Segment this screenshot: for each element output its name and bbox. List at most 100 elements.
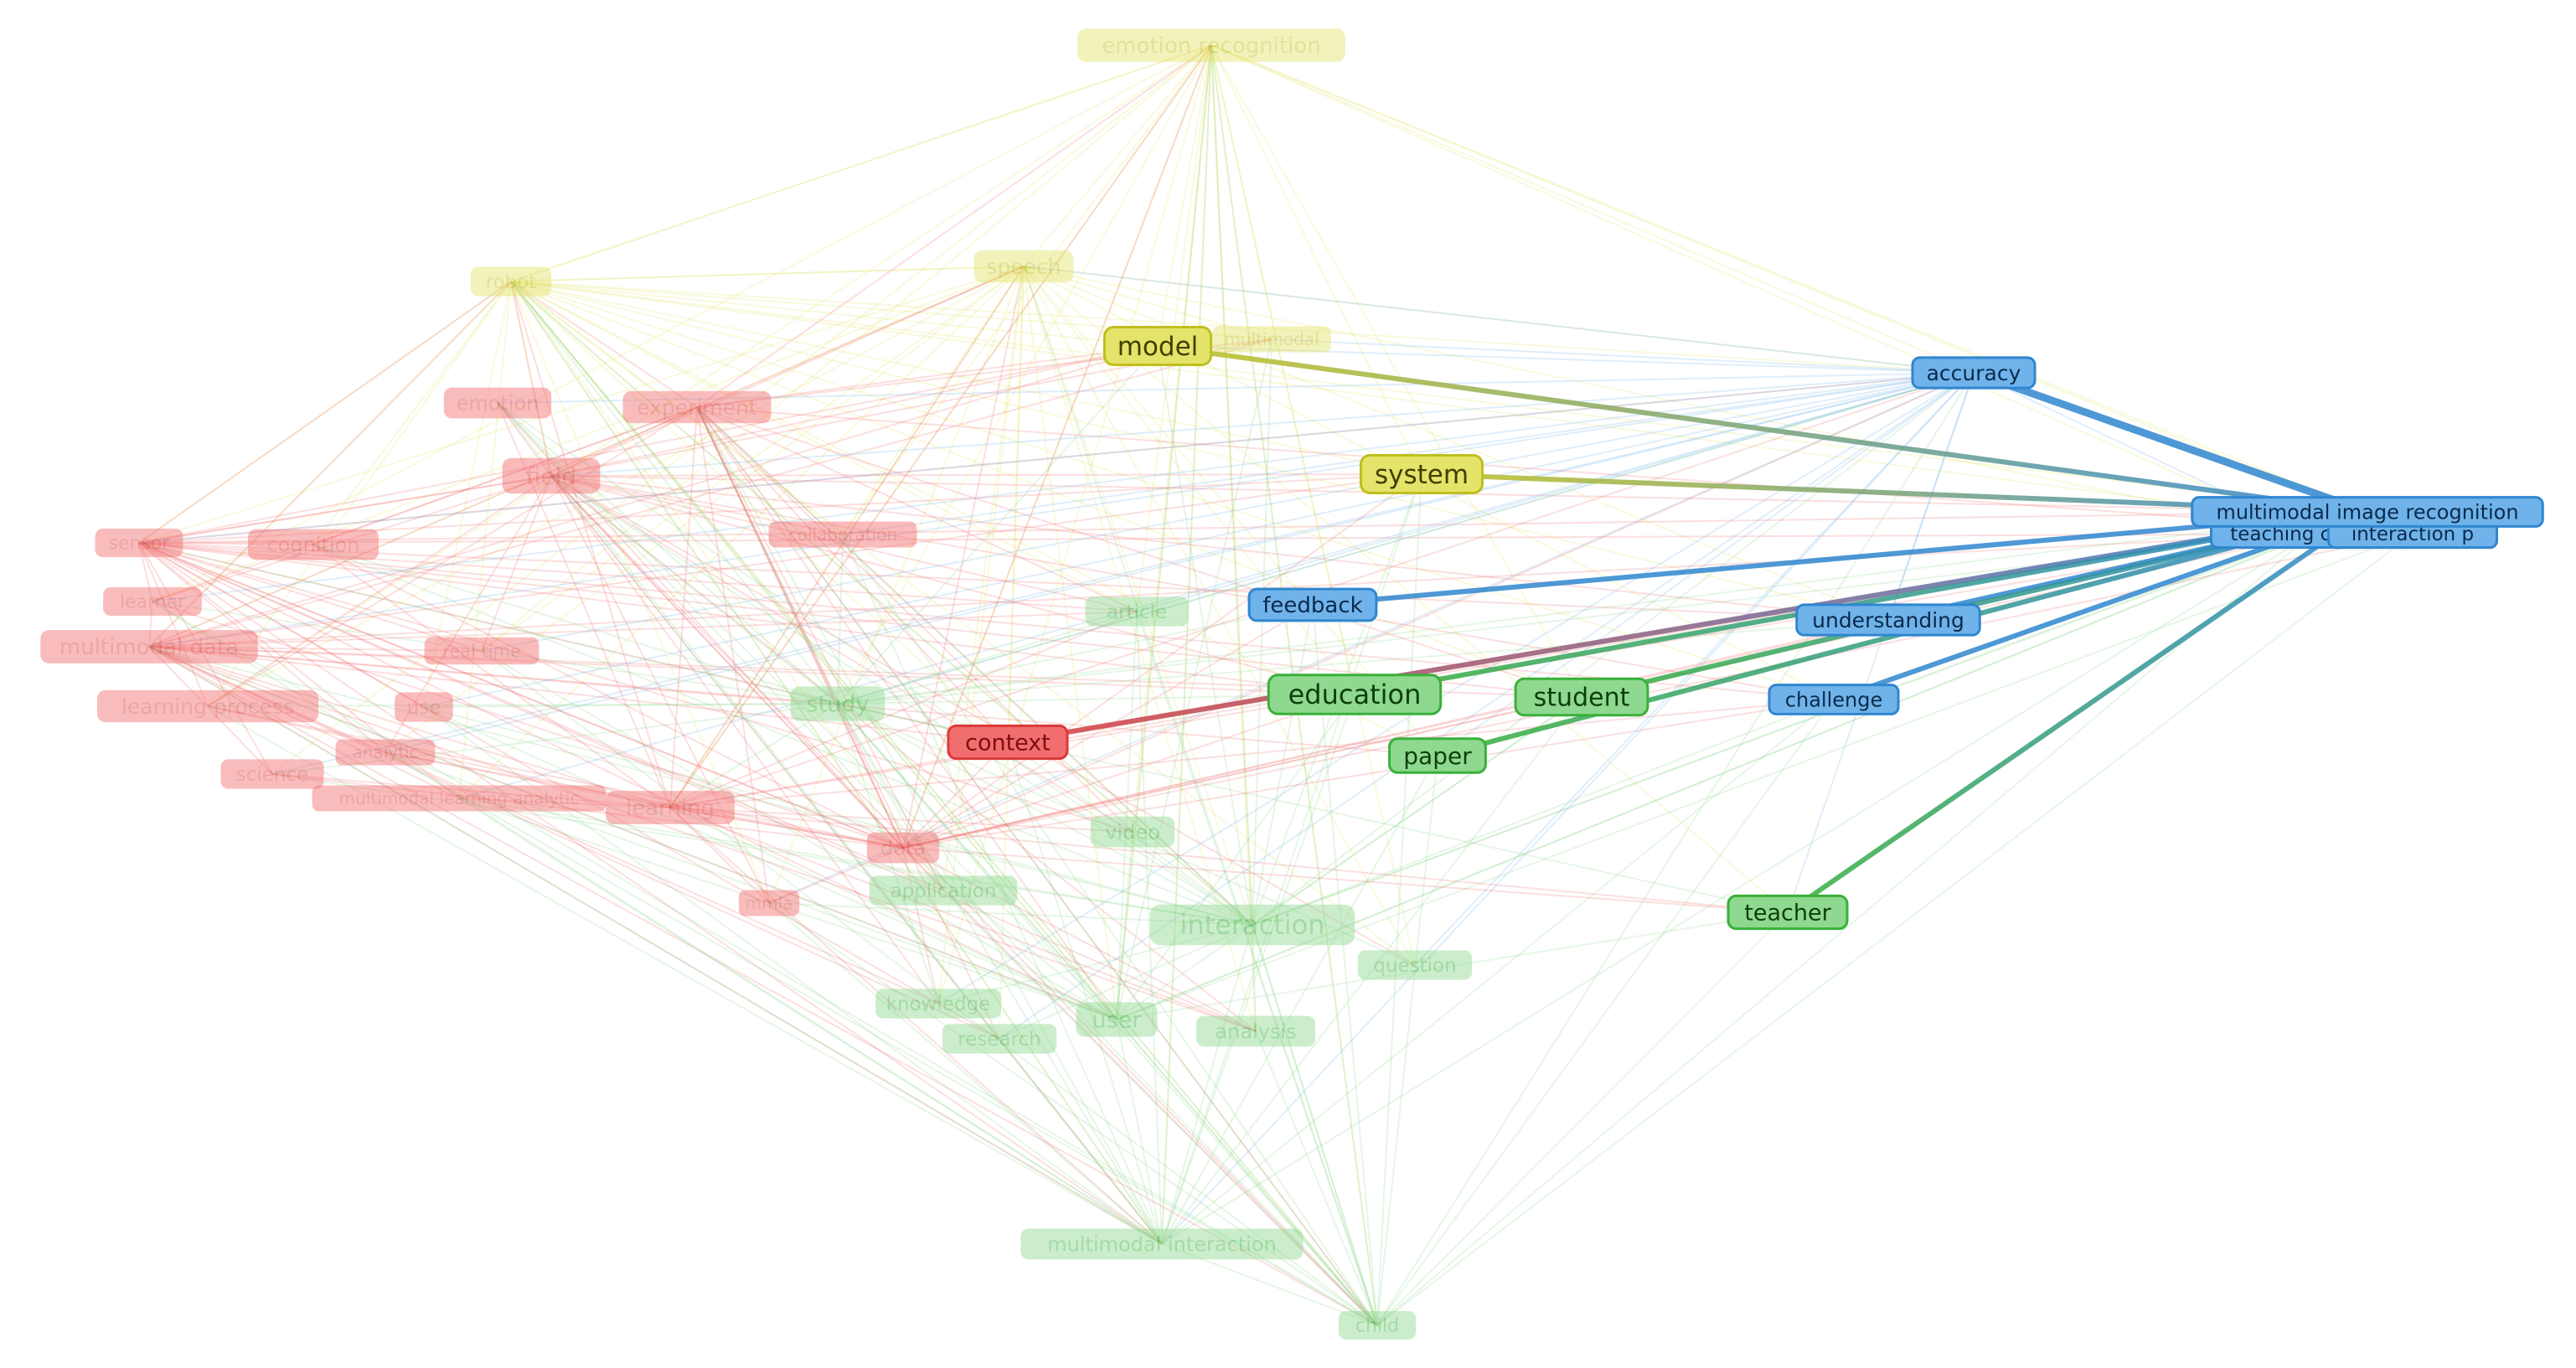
node-use[interactable]: use <box>395 692 453 722</box>
link-learning-analytic <box>385 751 671 808</box>
link-field-application <box>550 475 944 891</box>
node-learning-process[interactable]: learning process <box>97 689 318 723</box>
link-multimodal_interaction-emotion <box>497 402 1163 1245</box>
node-system[interactable]: system <box>1359 454 1484 494</box>
node-cognition[interactable]: cognition <box>247 529 379 560</box>
link-robot-cognition <box>312 281 512 545</box>
node-paper[interactable]: paper <box>1388 737 1487 774</box>
node-knowledge[interactable]: knowledge <box>875 989 1001 1019</box>
node-robot[interactable]: robot <box>470 266 552 297</box>
link-accuracy-knowledge <box>937 372 1975 1004</box>
node-field[interactable]: field <box>502 457 601 494</box>
link-experiment-mmla <box>696 406 770 904</box>
node-multimodal-learning-analytic[interactable]: multimodal learning analytic <box>312 785 607 812</box>
node-education[interactable]: education <box>1267 674 1443 715</box>
link-emotion_recognition-knowledge <box>937 44 1212 1004</box>
node-multimodal[interactable]: multimodal <box>1212 326 1331 353</box>
node-collaboration[interactable]: collaboration <box>768 521 917 548</box>
node-box <box>790 686 885 721</box>
node-child[interactable]: child <box>1338 1311 1417 1340</box>
node-speech[interactable]: speech <box>973 250 1074 283</box>
node-experiment[interactable]: experiment <box>622 390 772 424</box>
node-label: article <box>1107 601 1167 623</box>
node-study[interactable]: study <box>790 686 885 721</box>
link-experiment-article <box>696 406 1138 612</box>
node-multimodal-image-recognition[interactable]: multimodal image recognition <box>2191 496 2544 528</box>
node-student[interactable]: student <box>1514 677 1649 717</box>
link-robot-understanding <box>510 281 1889 621</box>
node-understanding[interactable]: understanding <box>1795 603 1981 637</box>
link-user-multimodal <box>1116 338 1273 1020</box>
link-sensor-system <box>138 473 1422 544</box>
link-multimodal_data-model <box>148 345 1159 648</box>
link-multimodal_interaction-challenge <box>1161 699 1835 1245</box>
node-interaction[interactable]: interaction <box>1149 904 1355 946</box>
node-learner[interactable]: learner <box>103 587 202 616</box>
node-emotion-recognition[interactable]: emotion recognition <box>1077 28 1345 62</box>
link-study-sensor <box>138 542 839 705</box>
link-learning-analysis <box>669 807 1257 1032</box>
node-label: context <box>965 730 1051 756</box>
highlight-link-model <box>1157 343 2368 514</box>
link-interaction-feedback <box>1252 604 1314 926</box>
link-interaction-science <box>271 773 1253 926</box>
node-question[interactable]: question <box>1357 950 1473 980</box>
link-speech-multimodal_data <box>148 266 1025 648</box>
link-emotion_recognition-interaction_p <box>1211 44 2413 534</box>
link-learning-science <box>271 773 671 808</box>
node-teacher[interactable]: teacher <box>1727 894 1849 931</box>
node-data[interactable]: data <box>866 832 940 864</box>
node-multimodal-interaction[interactable]: multimodal interaction <box>1020 1228 1303 1260</box>
node-feedback[interactable]: feedback <box>1247 587 1378 622</box>
node-box <box>1267 674 1443 715</box>
node-learning[interactable]: learning <box>606 791 735 824</box>
node-box <box>1727 894 1849 931</box>
link-multimodal_interaction-use <box>423 706 1163 1245</box>
link-data-field <box>550 475 904 849</box>
link-emotion_recognition-data <box>902 44 1212 849</box>
node-label: data <box>880 836 926 860</box>
link-user-multimodal_interaction <box>1116 1019 1163 1245</box>
link-field-video <box>550 475 1133 833</box>
node-accuracy[interactable]: accuracy <box>1911 356 2037 390</box>
link-sensor-multimodal_learning_analytic <box>138 542 460 799</box>
node-label: interaction <box>1180 909 1324 941</box>
link-interaction-multimodal_learning_analytic <box>458 798 1253 926</box>
link-child-challenge <box>1376 699 1835 1326</box>
node-article[interactable]: article <box>1085 596 1189 627</box>
link-robot-accuracy <box>510 281 1975 374</box>
node-user[interactable]: user <box>1076 1002 1158 1037</box>
node-application[interactable]: application <box>869 875 1018 906</box>
link-multimodal_interaction-article <box>1136 611 1163 1245</box>
node-real-time[interactable]: real time <box>424 637 539 665</box>
node-challenge[interactable]: challenge <box>1768 684 1900 715</box>
node-model[interactable]: model <box>1102 326 1213 366</box>
link-study-experiment <box>696 406 839 705</box>
link-sensor-learning_process <box>138 542 209 707</box>
node-emotion[interactable]: emotion <box>443 387 552 419</box>
link-learning-emotion_recognition <box>669 44 1212 808</box>
link-study-question <box>837 703 1416 966</box>
node-mmla[interactable]: mmla <box>738 890 800 916</box>
node-video[interactable]: video <box>1090 816 1175 848</box>
link-child-system <box>1376 473 1422 1326</box>
link-speech-teacher <box>1023 266 1789 913</box>
node-analysis[interactable]: analysis <box>1195 1015 1316 1047</box>
link-multimodal_interaction-system <box>1161 473 1422 1245</box>
node-box <box>470 266 552 297</box>
node-multimodal-data[interactable]: multimodal data <box>40 630 258 663</box>
node-analytic[interactable]: analytic <box>335 739 436 766</box>
node-science[interactable]: science <box>220 759 324 789</box>
link-multimodal_data-teaching_content <box>148 533 2313 648</box>
link-multimodal_interaction-multimodal_learning_analytic <box>458 798 1163 1245</box>
link-data-cognition <box>312 544 904 849</box>
link-sensor-learner <box>138 542 153 602</box>
node-context[interactable]: context <box>947 724 1069 761</box>
link-multimodal_data-real_time <box>148 646 483 652</box>
node-label: multimodal interaction <box>1047 1232 1276 1256</box>
node-research[interactable]: research <box>942 1024 1057 1054</box>
node-sensor[interactable]: sensor <box>95 529 183 557</box>
link-data-learner <box>152 601 904 849</box>
link-experiment-student <box>696 406 1582 698</box>
link-emotion_recognition-learner <box>152 44 1212 602</box>
